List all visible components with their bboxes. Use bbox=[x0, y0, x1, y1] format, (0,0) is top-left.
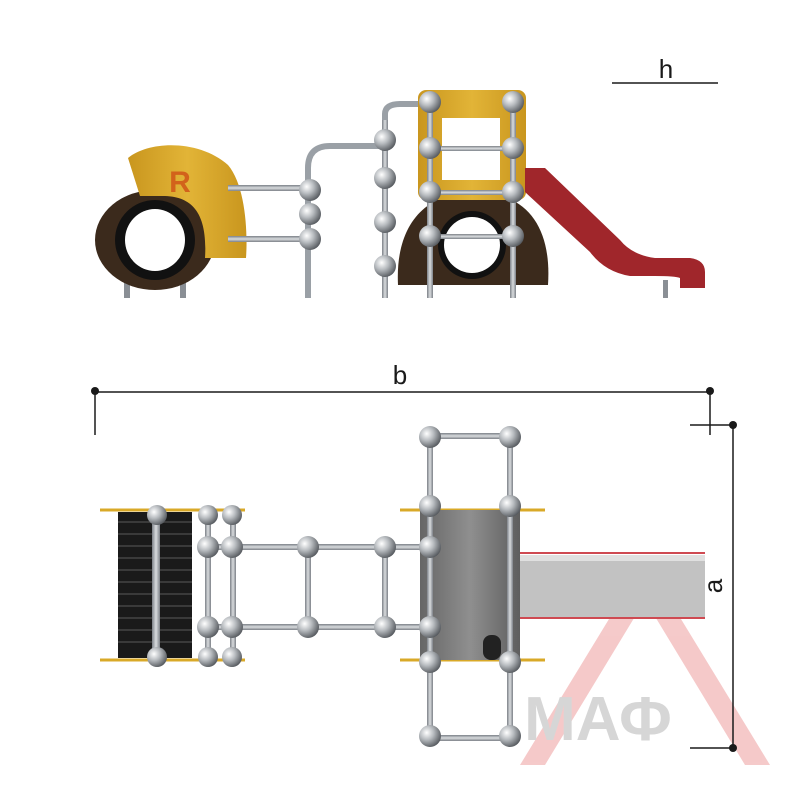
watermark: МАФ bbox=[520, 560, 770, 765]
car-emblem-letter: R bbox=[169, 166, 191, 199]
slide-plan bbox=[520, 552, 705, 619]
watermark-triangle bbox=[520, 560, 770, 765]
elevation-view: h R bbox=[95, 54, 718, 298]
car-tire-left bbox=[95, 190, 215, 298]
length-dimension-label: b bbox=[393, 360, 407, 390]
car-body-panel bbox=[128, 145, 247, 258]
slide-elevation bbox=[525, 168, 705, 288]
length-dimension bbox=[91, 387, 714, 435]
plan-frame bbox=[147, 505, 433, 667]
plan-view: b a bbox=[91, 360, 737, 752]
tower-elevation bbox=[397, 90, 549, 298]
watermark-text: МАФ bbox=[524, 685, 672, 754]
width-dimension-label: a bbox=[698, 578, 728, 593]
tower-plan bbox=[400, 426, 545, 747]
tire-plan bbox=[100, 508, 245, 662]
elevation-frame bbox=[228, 101, 430, 298]
width-dimension bbox=[690, 421, 737, 752]
height-dimension-label: h bbox=[659, 54, 673, 84]
